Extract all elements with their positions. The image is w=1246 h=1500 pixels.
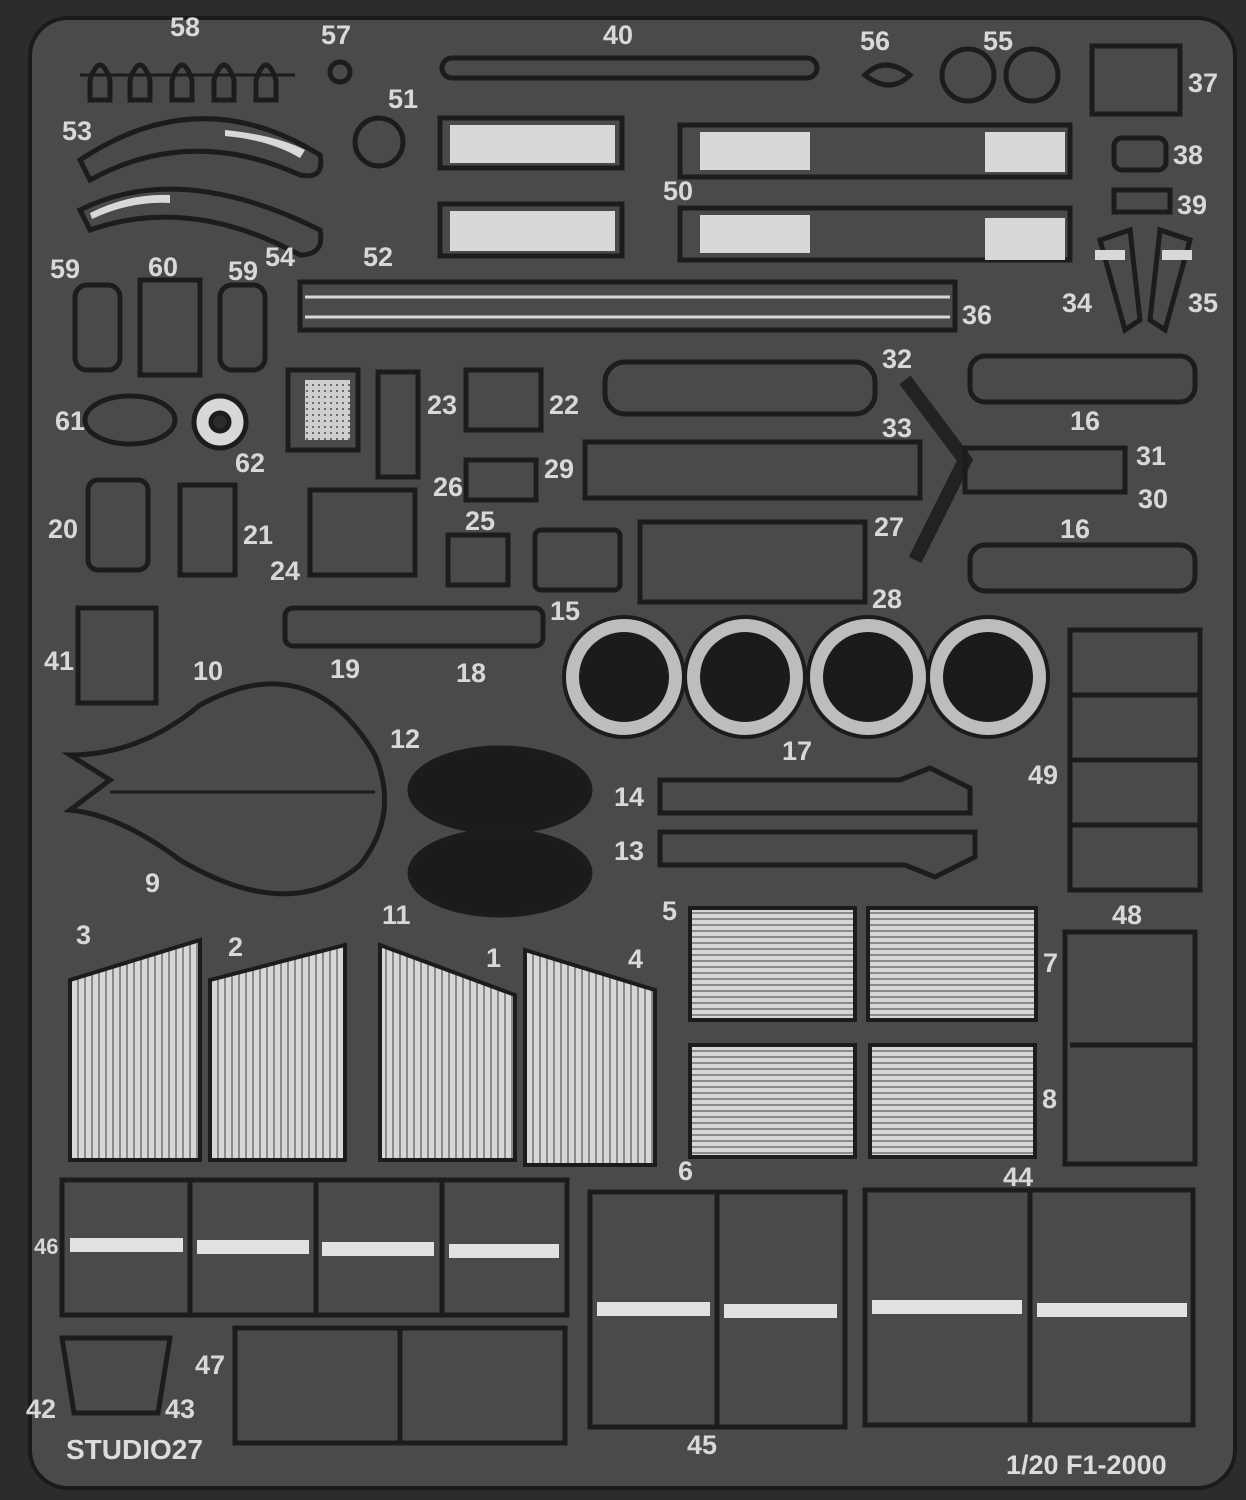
label-part-58: 58 — [170, 12, 201, 42]
label-part-26: 26 — [433, 472, 464, 502]
label-part-61: 61 — [55, 406, 86, 436]
label-part-22: 22 — [549, 390, 580, 420]
label-part-15: 15 — [550, 596, 581, 626]
label-part-6: 6 — [678, 1156, 694, 1186]
label-part-10: 10 — [193, 656, 224, 686]
part-17-rings — [562, 615, 1050, 739]
label-part-19: 19 — [330, 654, 361, 684]
label-part-44: 44 — [1003, 1162, 1034, 1192]
label-part-59b: 59 — [228, 256, 259, 286]
label-part-48: 48 — [1112, 900, 1143, 930]
label-part-32: 32 — [882, 344, 913, 374]
label-part-18: 18 — [456, 658, 487, 688]
label-part-5: 5 — [662, 896, 678, 926]
label-part-1: 1 — [486, 943, 502, 973]
label-part-28: 28 — [872, 584, 903, 614]
label-part-35: 35 — [1188, 288, 1219, 318]
label-part-59a: 59 — [50, 254, 81, 284]
label-part-62: 62 — [235, 448, 266, 478]
label-part-20: 20 — [48, 514, 79, 544]
label-part-16b: 16 — [1060, 514, 1091, 544]
label-part-23: 23 — [427, 390, 458, 420]
label-part-39: 39 — [1177, 190, 1208, 220]
label-part-13: 13 — [614, 836, 645, 866]
label-part-11: 11 — [382, 900, 411, 930]
label-part-52: 52 — [363, 242, 394, 272]
label-part-17: 17 — [782, 736, 813, 766]
label-part-49: 49 — [1028, 760, 1059, 790]
label-part-3: 3 — [76, 920, 92, 950]
label-part-33: 33 — [882, 413, 913, 443]
label-part-42: 42 — [26, 1394, 57, 1424]
label-part-31: 31 — [1136, 441, 1167, 471]
top-row-parts — [76, 43, 1194, 334]
label-part-12: 12 — [390, 724, 421, 754]
label-part-29: 29 — [544, 454, 575, 484]
label-part-40: 40 — [603, 20, 634, 50]
label-part-25: 25 — [465, 506, 496, 536]
label-part-16a: 16 — [1070, 406, 1101, 436]
label-part-46: 46 — [34, 1234, 59, 1259]
bright-fills — [90, 125, 1192, 440]
label-part-41: 41 — [44, 646, 75, 676]
label-part-2: 2 — [228, 932, 244, 962]
label-part-47: 47 — [195, 1350, 226, 1380]
label-part-50: 50 — [663, 176, 694, 206]
label-part-56: 56 — [860, 26, 891, 56]
label-part-57: 57 — [321, 20, 352, 50]
middle-parts — [72, 277, 1198, 706]
label-part-37: 37 — [1188, 68, 1219, 98]
label-part-7: 7 — [1043, 948, 1059, 978]
label-part-53: 53 — [62, 116, 93, 146]
label-part-51: 51 — [388, 84, 419, 114]
label-part-36: 36 — [962, 300, 993, 330]
slat-panels — [68, 937, 657, 1167]
label-part-14: 14 — [614, 782, 645, 812]
label-part-9: 9 — [145, 868, 161, 898]
label-part-24: 24 — [270, 556, 301, 586]
label-part-43: 43 — [165, 1394, 196, 1424]
label-part-30: 30 — [1138, 484, 1169, 514]
label-part-27: 27 — [874, 512, 905, 542]
label-part-21: 21 — [243, 520, 274, 550]
label-part-34: 34 — [1062, 288, 1093, 318]
panel-details — [70, 692, 1200, 1443]
label-part-55: 55 — [983, 26, 1014, 56]
brand-label: STUDIO27 — [66, 1434, 203, 1465]
part-58-pins — [80, 62, 295, 103]
label-part-60: 60 — [148, 252, 179, 282]
label-part-45: 45 — [687, 1430, 718, 1460]
grille-panels — [688, 906, 1038, 1159]
label-part-4: 4 — [628, 944, 644, 974]
label-part-54: 54 — [265, 242, 296, 272]
label-part-8: 8 — [1042, 1084, 1058, 1114]
product-label: 1/20 F1-2000 — [1006, 1450, 1167, 1480]
label-part-38: 38 — [1173, 140, 1204, 170]
